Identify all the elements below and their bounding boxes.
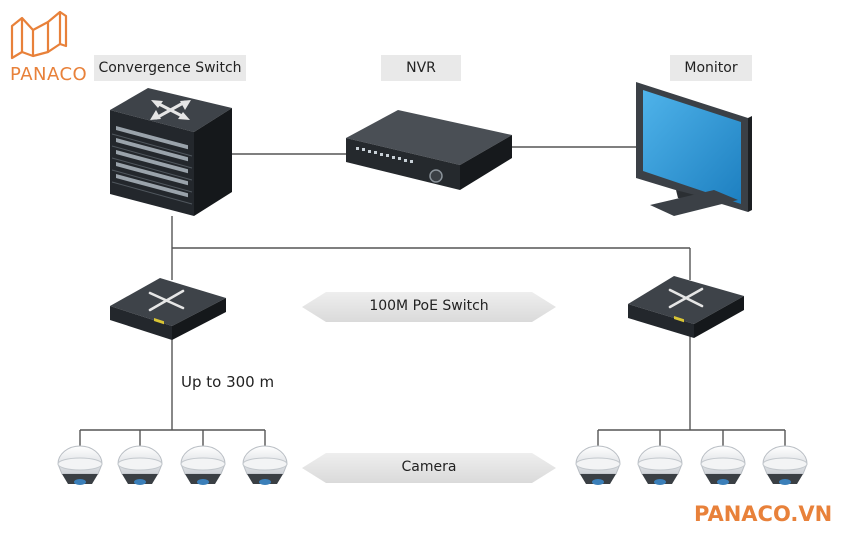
watermark-text: PANACO.VN <box>694 502 833 526</box>
dome-camera-icon <box>117 445 163 485</box>
dome-camera-icon <box>57 445 103 485</box>
dome-camera-icon <box>180 445 226 485</box>
camera-label: Camera <box>401 459 457 475</box>
dome-camera-icon <box>242 445 288 485</box>
monitor-icon <box>636 82 752 216</box>
convergence-switch-label: Convergence Switch <box>94 55 246 81</box>
left-poe-switch-icon <box>110 278 226 340</box>
poe-switch-label: 100M PoE Switch <box>369 298 489 314</box>
dome-camera-icon <box>700 445 746 485</box>
nvr-label: NVR <box>381 55 461 81</box>
dome-camera-icon <box>762 445 808 485</box>
distance-label: Up to 300 m <box>181 373 275 391</box>
poe-switch-double-arrow <box>302 292 556 322</box>
dome-camera-icon <box>637 445 683 485</box>
panaco-logo-icon <box>10 10 68 60</box>
dome-camera-icon <box>575 445 621 485</box>
right-poe-switch-icon <box>628 276 744 338</box>
camera-double-arrow <box>302 453 556 483</box>
convergence-switch-icon <box>110 88 232 216</box>
monitor-label: Monitor <box>670 55 752 81</box>
nvr-icon <box>346 110 512 190</box>
logo-text: PANACO <box>10 64 88 85</box>
